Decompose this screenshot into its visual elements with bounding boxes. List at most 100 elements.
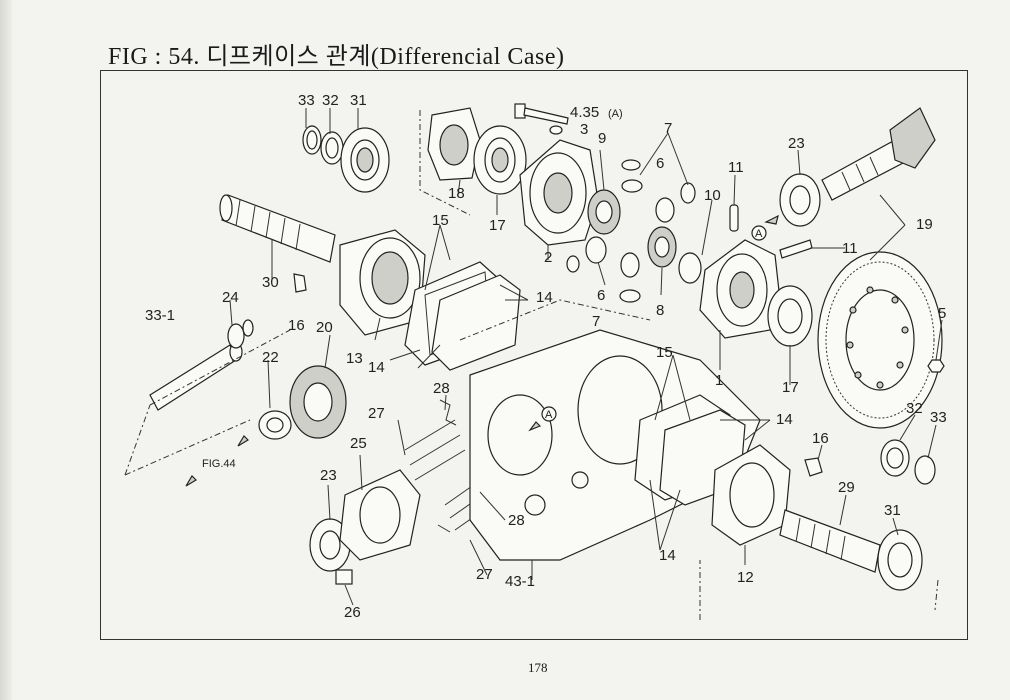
callout-7-b: 7 — [592, 313, 600, 330]
nut-5 — [927, 359, 945, 373]
callout-14-c: 14 — [776, 411, 793, 428]
callout-29: 29 — [838, 479, 855, 496]
callout-43-1: 43-1 — [505, 573, 535, 590]
pinion-6-upper — [621, 179, 675, 223]
callout-27-b: 27 — [476, 566, 493, 583]
callout-11-a: 11 — [728, 159, 744, 176]
bushing-24 — [227, 319, 254, 349]
callout-25: 25 — [350, 435, 367, 452]
pinion-6-lower — [585, 236, 640, 278]
callout-9: 9 — [598, 130, 606, 147]
fitting-16-left — [293, 273, 307, 293]
bolt-4-35 — [514, 103, 569, 125]
shaft-29 — [779, 509, 881, 573]
callout-14-a: 14 — [368, 359, 385, 376]
diagram-frame — [100, 70, 968, 640]
page-binding-edge — [0, 0, 12, 700]
bevel-pinion-19 — [821, 107, 936, 201]
side-gear-8 — [647, 226, 677, 268]
callout-24: 24 — [222, 289, 239, 306]
callout-4-35-tag: (A) — [608, 108, 623, 120]
callout-1: 1 — [715, 372, 723, 389]
thrust-washer-7-upper — [621, 159, 696, 204]
callout-23-a: 23 — [788, 135, 805, 152]
fitting-16-right — [804, 457, 823, 477]
callout-32-lower: 32 — [906, 400, 923, 417]
callout-27-a: 27 — [368, 405, 385, 422]
svg-text:A: A — [545, 409, 553, 421]
callout-15-b: 15 — [656, 344, 673, 361]
gasket-14-right — [634, 394, 746, 506]
pins-11 — [729, 204, 813, 259]
callout-3: 3 — [580, 121, 588, 138]
shim-10 — [678, 252, 702, 284]
ring-gear-19 — [817, 251, 943, 429]
callout-33-1: 33-1 — [145, 307, 175, 324]
reference-marker-a-2: A — [541, 406, 557, 422]
callout-12: 12 — [737, 569, 754, 586]
transmission-case-43-1 — [459, 299, 761, 561]
callout-20: 20 — [316, 319, 333, 336]
callout-8: 8 — [656, 302, 664, 319]
bolt-26 — [335, 569, 353, 585]
callout-22: 22 — [262, 349, 279, 366]
seal-22 — [258, 410, 292, 440]
callout-14-b: 14 — [536, 289, 553, 306]
thrust-washer-7-lower — [566, 255, 641, 303]
callout-31: 31 — [350, 92, 367, 109]
callout-17-a: 17 — [489, 217, 506, 234]
fig-44-reference: FIG.44 — [202, 458, 236, 470]
seal-32-upper — [320, 131, 344, 165]
diff-case-1 — [699, 239, 781, 339]
housing-13 — [339, 229, 426, 336]
callout-6-a: 6 — [656, 155, 664, 172]
bearing-17-upper — [473, 125, 527, 195]
callout-11-b: 11 — [842, 240, 858, 257]
callout-6-b: 6 — [597, 287, 605, 304]
bearing-cage-18 — [427, 107, 481, 181]
page-number: 178 — [528, 660, 548, 675]
side-gear-9 — [587, 189, 621, 235]
callout-2: 2 — [544, 249, 552, 266]
callout-18: 18 — [448, 185, 465, 202]
circlip-33-lower — [914, 455, 936, 485]
shaft-30 — [219, 194, 336, 263]
callout-10: 10 — [704, 187, 721, 204]
callout-19: 19 — [916, 216, 933, 233]
callout-4-35: 4.35 — [570, 104, 599, 121]
callout-31-lower: 31 — [884, 502, 901, 519]
seal-32-lower — [880, 439, 910, 477]
callout-28-b: 28 — [508, 512, 525, 529]
callout-17-b: 17 — [782, 379, 799, 396]
callout-33: 33 — [298, 92, 315, 109]
bearing-23-upper — [779, 173, 821, 227]
callout-32: 32 — [322, 92, 339, 109]
gear-20 — [289, 365, 347, 439]
callout-28-a: 28 — [433, 380, 450, 397]
callout-7-a: 7 — [664, 120, 672, 137]
callout-16-left: 16 — [288, 317, 305, 334]
bearing-31-upper — [340, 127, 390, 193]
bearing-31-lower — [877, 529, 923, 591]
circlip-33-upper — [302, 125, 322, 155]
leader-lines — [229, 108, 943, 606]
diff-case-2 — [519, 139, 599, 246]
cover-12 — [711, 444, 791, 546]
cover-25 — [339, 469, 421, 561]
callout-23-b: 23 — [320, 467, 337, 484]
reference-lines — [124, 110, 939, 620]
shaft-33-1 — [149, 342, 243, 411]
washer-3 — [549, 125, 563, 135]
callout-14-d: 14 — [659, 547, 676, 564]
bearing-17-lower — [767, 285, 813, 347]
arrow-icons — [185, 214, 779, 487]
callout-5: 5 — [938, 305, 946, 322]
callout-26: 26 — [344, 604, 361, 621]
gasket-14-left — [404, 261, 521, 371]
shims-27-28-upper — [404, 399, 466, 481]
callout-30: 30 — [262, 274, 279, 291]
callout-33-lower: 33 — [930, 409, 947, 426]
callout-16-right: 16 — [812, 430, 829, 447]
reference-marker-a-1: A — [751, 225, 767, 241]
